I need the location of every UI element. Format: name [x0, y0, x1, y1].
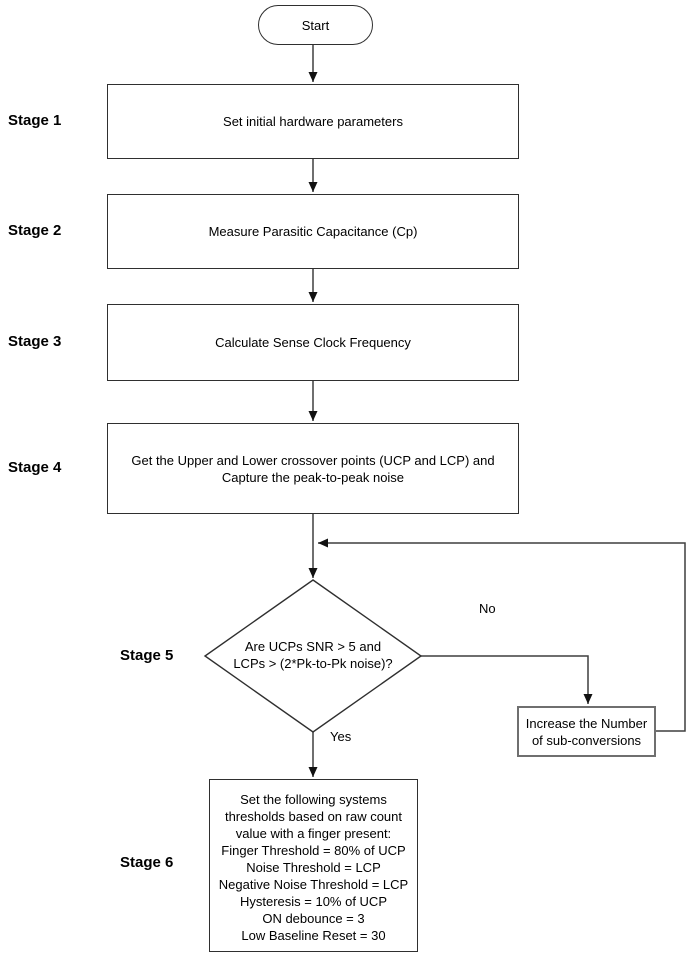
stage3-text: Calculate Sense Clock Frequency: [215, 335, 411, 350]
stage1-text: Set initial hardware parameters: [223, 114, 403, 129]
process-box-increase-subconversions: Increase the Number of sub-conversions: [517, 706, 656, 757]
connector-decision-no-to-increase: [421, 655, 593, 704]
decision-diamond-shape: [203, 579, 423, 733]
stage2-text: Measure Parasitic Capacitance (Cp): [208, 224, 418, 239]
stage4-text: Get the Upper and Lower crossover points…: [131, 452, 495, 485]
stage-2-label: Stage 2: [8, 222, 62, 239]
branch-label-no: No: [479, 601, 496, 616]
stage-5-label: Stage 5: [120, 647, 174, 664]
connector-increase-feedback-loop: [318, 538, 686, 732]
start-node: Start: [258, 5, 373, 45]
stage-3-label: Stage 3: [8, 333, 62, 350]
process-box-stage3: Calculate Sense Clock Frequency: [107, 304, 519, 381]
process-box-stage2: Measure Parasitic Capacitance (Cp): [107, 194, 519, 269]
process-box-stage1: Set initial hardware parameters: [107, 84, 519, 159]
start-label: Start: [301, 17, 330, 33]
stage6-text: Set the following systems thresholds bas…: [218, 792, 409, 943]
process-box-stage4: Get the Upper and Lower crossover points…: [107, 423, 519, 514]
branch-label-yes: Yes: [330, 729, 352, 744]
increase-text: Increase the Number of sub-conversions: [525, 715, 648, 748]
stage-4-label: Stage 4: [8, 459, 62, 476]
stage-6-label: Stage 6: [120, 854, 174, 871]
decision-diamond-text: Are UCPs SNR > 5 and LCPs > (2*Pk-to-Pk …: [233, 639, 393, 671]
stage-1-label: Stage 1: [8, 112, 62, 129]
process-box-stage6: Set the following systems thresholds bas…: [209, 779, 418, 952]
